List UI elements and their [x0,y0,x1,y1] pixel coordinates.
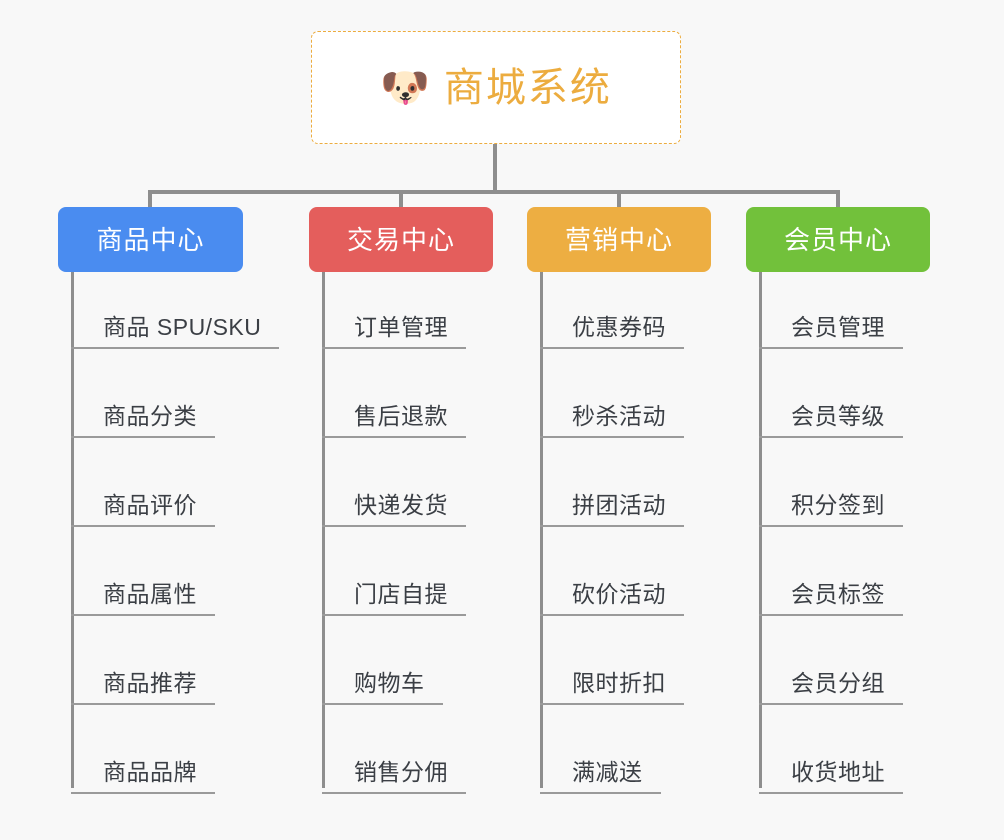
leaf-item[interactable]: 门店自提 [309,539,529,628]
leaf-item[interactable]: 快递发货 [309,450,529,539]
leaf-item[interactable]: 收货地址 [746,717,966,806]
category-header-label: 商品中心 [96,224,205,255]
leaf-item[interactable]: 积分签到 [746,450,966,539]
category-header-trade[interactable]: 交易中心 [309,207,493,272]
leaf-label: 销售分佣 [354,759,448,785]
leaf-item[interactable]: 购物车 [309,628,529,717]
category-column-trade: 交易中心 订单管理 售后退款 快递发货 门店自提 购物车 销售分佣 [309,207,529,806]
leaf-label: 限时折扣 [572,670,666,696]
leaf-list-trade: 订单管理 售后退款 快递发货 门店自提 购物车 销售分佣 [309,272,529,806]
leaf-item[interactable]: 拼团活动 [527,450,747,539]
leaf-item[interactable]: 商品分类 [58,361,278,450]
leaf-label: 会员标签 [791,581,885,607]
category-column-product: 商品中心 商品 SPU/SKU 商品分类 商品评价 商品属性 商品推荐 商品品牌 [58,207,280,806]
leaf-item[interactable]: 订单管理 [309,272,529,361]
dog-face-icon: 🐶 [380,65,430,110]
leaf-item[interactable]: 商品 SPU/SKU [58,272,280,361]
leaf-label: 售后退款 [354,403,448,429]
leaf-label: 门店自提 [354,581,448,607]
leaf-label: 商品属性 [103,581,197,607]
category-header-member[interactable]: 会员中心 [746,207,930,272]
leaf-item[interactable]: 砍价活动 [527,539,747,628]
leaf-list-product: 商品 SPU/SKU 商品分类 商品评价 商品属性 商品推荐 商品品牌 [58,272,280,806]
leaf-label: 购物车 [354,670,425,696]
connector-drop-0 [148,190,152,210]
leaf-list-member: 会员管理 会员等级 积分签到 会员标签 会员分组 收货地址 [746,272,966,806]
leaf-label: 秒杀活动 [572,403,666,429]
leaf-item[interactable]: 会员管理 [746,272,966,361]
leaf-item[interactable]: 会员分组 [746,628,966,717]
leaf-label: 商品推荐 [103,670,197,696]
leaf-item[interactable]: 优惠券码 [527,272,747,361]
category-header-label: 会员中心 [783,224,892,255]
root-title: 商城系统 [443,65,612,110]
leaf-label: 快递发货 [354,492,448,518]
leaf-label: 会员分组 [791,670,885,696]
leaf-label: 会员管理 [791,314,885,340]
leaf-label: 商品评价 [103,492,197,518]
category-header-product[interactable]: 商品中心 [58,207,243,272]
leaf-item[interactable]: 会员标签 [746,539,966,628]
connector-bus [148,190,840,194]
connector-drop-3 [836,190,840,210]
leaf-label: 订单管理 [354,314,448,340]
leaf-label: 优惠券码 [572,314,666,340]
leaf-label: 商品品牌 [103,759,197,785]
category-column-marketing: 营销中心 优惠券码 秒杀活动 拼团活动 砍价活动 限时折扣 满减送 [527,207,747,806]
category-header-marketing[interactable]: 营销中心 [527,207,711,272]
leaf-item[interactable]: 商品属性 [58,539,278,628]
leaf-item[interactable]: 秒杀活动 [527,361,747,450]
leaf-item[interactable]: 会员等级 [746,361,966,450]
leaf-label: 拼团活动 [572,492,666,518]
leaf-label: 满减送 [572,759,643,785]
root-node[interactable]: 🐶 商城系统 [311,31,681,144]
leaf-label: 商品分类 [103,403,197,429]
leaf-label: 积分签到 [791,492,885,518]
leaf-label: 收货地址 [791,759,885,785]
category-header-label: 交易中心 [346,224,455,255]
leaf-label: 砍价活动 [572,581,666,607]
leaf-item[interactable]: 售后退款 [309,361,529,450]
leaf-item[interactable]: 满减送 [527,717,747,806]
leaf-item[interactable]: 商品推荐 [58,628,278,717]
category-column-member: 会员中心 会员管理 会员等级 积分签到 会员标签 会员分组 收货地址 [746,207,966,806]
leaf-item[interactable]: 限时折扣 [527,628,747,717]
leaf-label: 商品 SPU/SKU [103,314,262,340]
category-header-label: 营销中心 [564,224,673,255]
connector-drop-2 [617,190,621,210]
leaf-item[interactable]: 销售分佣 [309,717,529,806]
connector-trunk [493,144,497,192]
leaf-item[interactable]: 商品评价 [58,450,278,539]
leaf-list-marketing: 优惠券码 秒杀活动 拼团活动 砍价活动 限时折扣 满减送 [527,272,747,806]
leaf-label: 会员等级 [791,403,885,429]
leaf-item[interactable]: 商品品牌 [58,717,278,806]
connector-drop-1 [399,190,403,210]
